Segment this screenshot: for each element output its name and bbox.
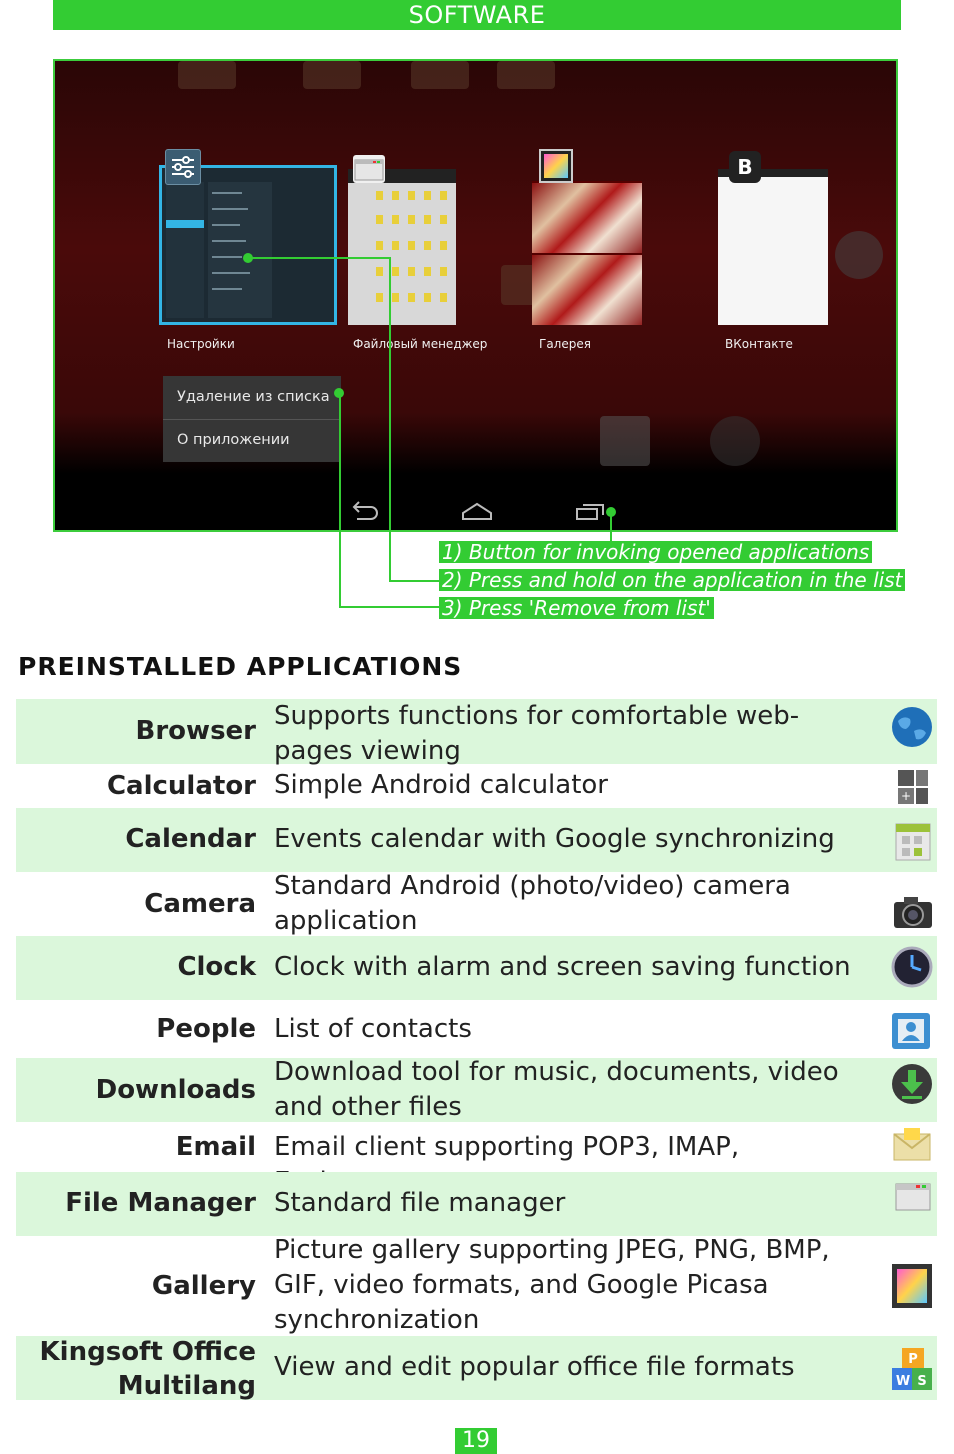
app-description: View and edit popular office file format… bbox=[274, 1352, 795, 1382]
callout-1: 1) Button for invoking opened applicatio… bbox=[439, 541, 873, 563]
home-icon[interactable] bbox=[459, 501, 495, 528]
calculator-icon: + bbox=[890, 768, 934, 812]
menu-item-remove-from-list[interactable]: Удаление из списка bbox=[177, 389, 330, 405]
navigation-bar bbox=[55, 493, 896, 530]
section-header: SOFTWARE bbox=[53, 0, 901, 30]
app-name: Email bbox=[175, 1132, 256, 1162]
card-label-vkontakte: ВКонтакте bbox=[725, 337, 793, 351]
section-title: PREINSTALLED APPLICATIONS bbox=[18, 652, 463, 681]
app-description: Events calendar with Google synchronizin… bbox=[274, 824, 835, 854]
callout-3: 3) Press 'Remove from list' bbox=[439, 597, 714, 619]
gallery-icon bbox=[890, 1262, 934, 1308]
table-row: Downloads Download tool for music, docum… bbox=[16, 1057, 937, 1122]
app-description: Simple Android calculator bbox=[274, 770, 609, 800]
app-name: Calculator bbox=[106, 771, 256, 801]
folder-icon bbox=[890, 1174, 934, 1218]
camera-icon bbox=[890, 894, 934, 938]
email-icon bbox=[890, 1124, 934, 1168]
app-name: Browser bbox=[135, 716, 256, 746]
card-label-file-manager: Файловый менеджер bbox=[353, 337, 488, 351]
download-icon bbox=[890, 1062, 934, 1106]
table-row: File Manager Standard file manager bbox=[16, 1172, 937, 1236]
table-row: Browser Supports functions for comfortab… bbox=[16, 699, 937, 766]
gallery-thumbnail[interactable] bbox=[532, 181, 642, 325]
table-row: Gallery Picture gallery supporting JPEG,… bbox=[16, 1235, 937, 1336]
gallery-icon bbox=[539, 149, 573, 183]
app-name: Camera bbox=[144, 889, 256, 919]
globe-icon bbox=[890, 705, 934, 749]
app-description: Clock with alarm and screen saving funct… bbox=[274, 952, 851, 982]
vkontakte-thumbnail[interactable] bbox=[718, 169, 828, 325]
app-name: Gallery bbox=[151, 1271, 256, 1301]
app-name: Kingsoft Office Multilang bbox=[39, 1337, 256, 1401]
app-description: Picture gallery supporting JPEG, PNG, BM… bbox=[274, 1235, 830, 1335]
callout-2: 2) Press and hold on the application in … bbox=[439, 569, 906, 591]
table-row: Calendar Events calendar with Google syn… bbox=[16, 808, 937, 872]
svg-text:+: + bbox=[901, 789, 911, 803]
app-name: Clock bbox=[177, 952, 256, 982]
vkontakte-icon: B bbox=[729, 151, 761, 183]
recent-apps-icon[interactable] bbox=[573, 501, 609, 528]
app-name: People bbox=[156, 1014, 256, 1044]
card-label-settings: Настройки bbox=[167, 337, 235, 351]
app-name: File Manager bbox=[65, 1188, 256, 1218]
app-description: Supports functions for comfortable web-p… bbox=[274, 701, 800, 766]
clock-icon bbox=[890, 945, 934, 989]
table-row: Camera Standard Android (photo/video) ca… bbox=[16, 871, 937, 938]
recent-apps-screenshot: Настройки Файловый менеджер bbox=[53, 59, 898, 532]
table-row: Kingsoft Office Multilang View and edit … bbox=[16, 1336, 937, 1401]
contacts-icon bbox=[890, 1009, 934, 1053]
app-description: List of contacts bbox=[274, 1014, 472, 1044]
back-icon[interactable] bbox=[347, 499, 381, 528]
svg-text:W: W bbox=[896, 1374, 910, 1389]
app-description: Standard file manager bbox=[274, 1188, 566, 1218]
settings-thumbnail[interactable] bbox=[159, 165, 337, 325]
app-description: Download tool for music, documents, vide… bbox=[274, 1057, 839, 1122]
settings-icon bbox=[165, 149, 201, 185]
page-number: 19 bbox=[455, 1428, 497, 1454]
file-manager-thumbnail[interactable] bbox=[348, 169, 456, 325]
file-manager-icon bbox=[353, 155, 385, 183]
svg-text:S: S bbox=[917, 1374, 926, 1389]
table-row: People List of contacts bbox=[16, 1000, 937, 1058]
app-name: Calendar bbox=[125, 824, 256, 854]
context-menu: Удаление из списка О приложении bbox=[163, 376, 341, 462]
table-row: Clock Clock with alarm and screen saving… bbox=[16, 936, 937, 1000]
svg-text:P: P bbox=[908, 1352, 918, 1367]
card-label-gallery: Галерея bbox=[539, 337, 591, 351]
calendar-icon bbox=[890, 822, 934, 866]
table-row: Calculator Simple Android calculator + bbox=[16, 764, 937, 808]
app-description: Standard Android (photo/video) camera ap… bbox=[274, 871, 791, 936]
table-row: Email Email client supporting POP3, IMAP… bbox=[16, 1122, 937, 1197]
office-icon: P W S bbox=[890, 1346, 934, 1390]
menu-item-app-info[interactable]: О приложении bbox=[177, 432, 290, 448]
app-name: Downloads bbox=[95, 1075, 256, 1105]
